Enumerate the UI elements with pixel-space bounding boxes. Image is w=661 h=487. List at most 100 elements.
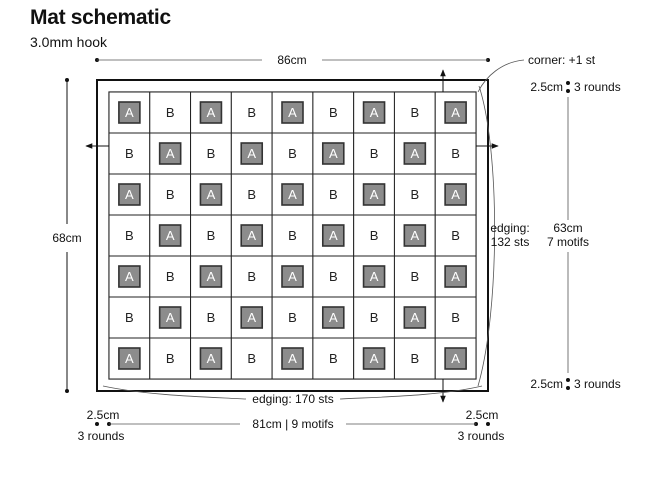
motif-b-cell: B [393,255,436,298]
side-edging-label-2: 132 sts [491,235,530,249]
motif-a-cell: A [312,214,355,257]
bottom-edging-label: edging: 170 sts [252,392,333,406]
motif-a-label: A [329,228,338,243]
motif-b-cell: B [230,255,273,298]
motif-a-cell: A [434,91,477,134]
motif-b-label: B [410,105,419,120]
motif-a-label: A [125,105,134,120]
motif-a-label: A [207,269,216,284]
motif-a-cell: A [149,296,192,339]
motif-a-cell: A [190,173,232,216]
motif-b-cell: B [149,173,192,216]
left-height-dimension: 68cm [52,78,82,393]
right-height-dimension: 63cm 7 motifs [547,97,589,373]
motif-b-cell: B [393,173,436,216]
motif-a-label: A [410,310,419,325]
motif-b-label: B [410,351,419,366]
motif-b-label: B [288,228,297,243]
motif-b-label: B [329,105,338,120]
motif-a-label: A [207,105,216,120]
motif-b-label: B [451,228,460,243]
motif-b-label: B [207,228,216,243]
motif-a-label: A [288,269,297,284]
motif-a-cell: A [230,214,273,257]
motif-a-label: A [451,105,460,120]
motif-a-label: A [370,351,379,366]
motif-b-cell: B [230,173,273,216]
motif-b-cell: B [190,214,232,257]
motif-a-label: A [451,351,460,366]
page-title: Mat schematic [30,6,171,29]
motif-a-label: A [125,351,134,366]
motif-a-cell: A [353,337,395,380]
motif-b-label: B [207,310,216,325]
motif-a-cell: A [149,214,192,257]
motif-a-label: A [166,228,175,243]
motif-a-label: A [370,105,379,120]
motif-b-cell: B [230,337,273,380]
motif-b-label: B [370,228,379,243]
motif-b-label: B [451,310,460,325]
motif-b-cell: B [393,337,436,380]
motif-a-cell: A [108,173,151,216]
motif-b-label: B [370,310,379,325]
motif-b-label: B [370,146,379,161]
motif-a-label: A [370,187,379,202]
motif-b-label: B [410,187,419,202]
border-annotation-bottom-right-corner: 2.5cm 3 rounds [458,408,505,443]
motif-a-cell: A [271,91,314,134]
motif-b-cell: B [149,337,192,380]
motif-a-cell: A [271,337,314,380]
motif-b-label: B [247,105,256,120]
motif-b-label: B [166,269,175,284]
motif-a-cell: A [312,296,355,339]
motif-a-cell: A [434,255,477,298]
motif-a-cell: A [353,173,395,216]
motif-b-label: B [166,187,175,202]
motif-a-label: A [288,105,297,120]
motif-b-label: B [207,146,216,161]
motif-a-label: A [288,351,297,366]
motif-b-cell: B [434,296,477,339]
motif-b-cell: B [271,296,314,339]
motif-b-cell: B [190,132,232,175]
motif-a-label: A [410,228,419,243]
border-annotation-bottom-right: 2.5cm 3 rounds [530,377,620,391]
motif-b-cell: B [149,255,192,298]
motif-a-cell: A [312,132,355,175]
motif-b-cell: B [190,296,232,339]
border-annotation-bottom-left: 2.5cm 3 rounds [78,408,125,443]
motif-b-label: B [288,310,297,325]
motif-a-label: A [370,269,379,284]
motif-b-cell: B [353,132,395,175]
motif-a-cell: A [353,255,395,298]
motif-b-cell: B [108,132,151,175]
motif-b-cell: B [312,91,355,134]
motif-a-cell: A [434,173,477,216]
right-height-label: 63cm [553,221,582,235]
motif-a-cell: A [353,91,395,134]
motif-a-cell: A [190,91,232,134]
motif-b-label: B [329,269,338,284]
side-edging-annotation: edging: 132 sts [477,85,530,387]
motif-b-cell: B [434,214,477,257]
motif-b-cell: B [271,214,314,257]
motif-b-label: B [288,146,297,161]
right-motifs-label: 7 motifs [547,235,589,249]
corner-note: corner: +1 st [477,53,596,93]
bottom-width-dimension: 81cm | 9 motifs [95,417,490,431]
border-rounds-label: 3 rounds [458,429,505,443]
top-width-dimension: 86cm [95,53,490,67]
border-annotation-top-right: 2.5cm 3 rounds [530,80,620,94]
motif-b-cell: B [230,91,273,134]
motif-b-label: B [125,310,134,325]
motif-a-label: A [125,187,134,202]
motif-a-cell: A [434,337,477,380]
border-depth-label: 2.5cm [466,408,499,422]
motif-a-label: A [329,310,338,325]
motif-a-cell: A [190,255,232,298]
motif-a-cell: A [230,132,273,175]
motif-a-label: A [410,146,419,161]
